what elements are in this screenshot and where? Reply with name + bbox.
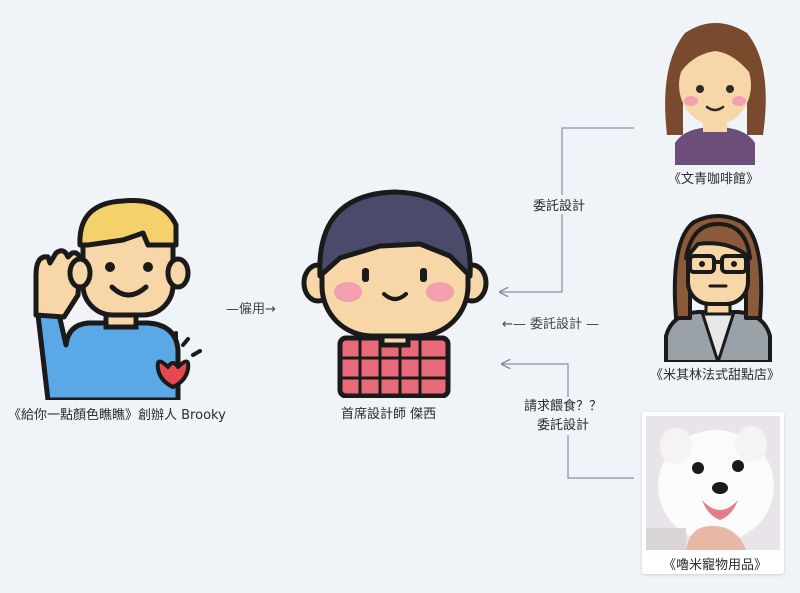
pomeranian-dog-photo xyxy=(646,416,780,550)
pet-request-line2: 委託設計 xyxy=(537,418,590,433)
woman-glasses-avatar xyxy=(664,214,772,362)
cafe-label: 《文青咖啡館》 xyxy=(668,172,760,187)
designer-label: 首席設計師 傑西 xyxy=(341,407,437,422)
pet-request-label: 請求餵食？？ 委託設計 xyxy=(522,397,605,435)
founder-label: 《給你一點顏色瞧瞧》創辦人 Brooky xyxy=(8,408,226,423)
hire-edge-label: —僱用→ xyxy=(224,298,278,317)
founder-illustration xyxy=(33,198,202,400)
pet-request-line1: 請求餵食？？ xyxy=(524,399,603,414)
bakery-commission-label: ←— 委託設計 — xyxy=(500,313,602,332)
pet-shop-card xyxy=(642,412,784,574)
cafe-commission-label: 委託設計 xyxy=(531,195,588,214)
pet-shop-label: 《嚕米寵物用品》 xyxy=(663,558,768,573)
bakery-label: 《米其林法式甜點店》 xyxy=(650,368,781,383)
woman-brown-hair-avatar xyxy=(665,23,766,165)
designer-illustration xyxy=(301,189,489,398)
